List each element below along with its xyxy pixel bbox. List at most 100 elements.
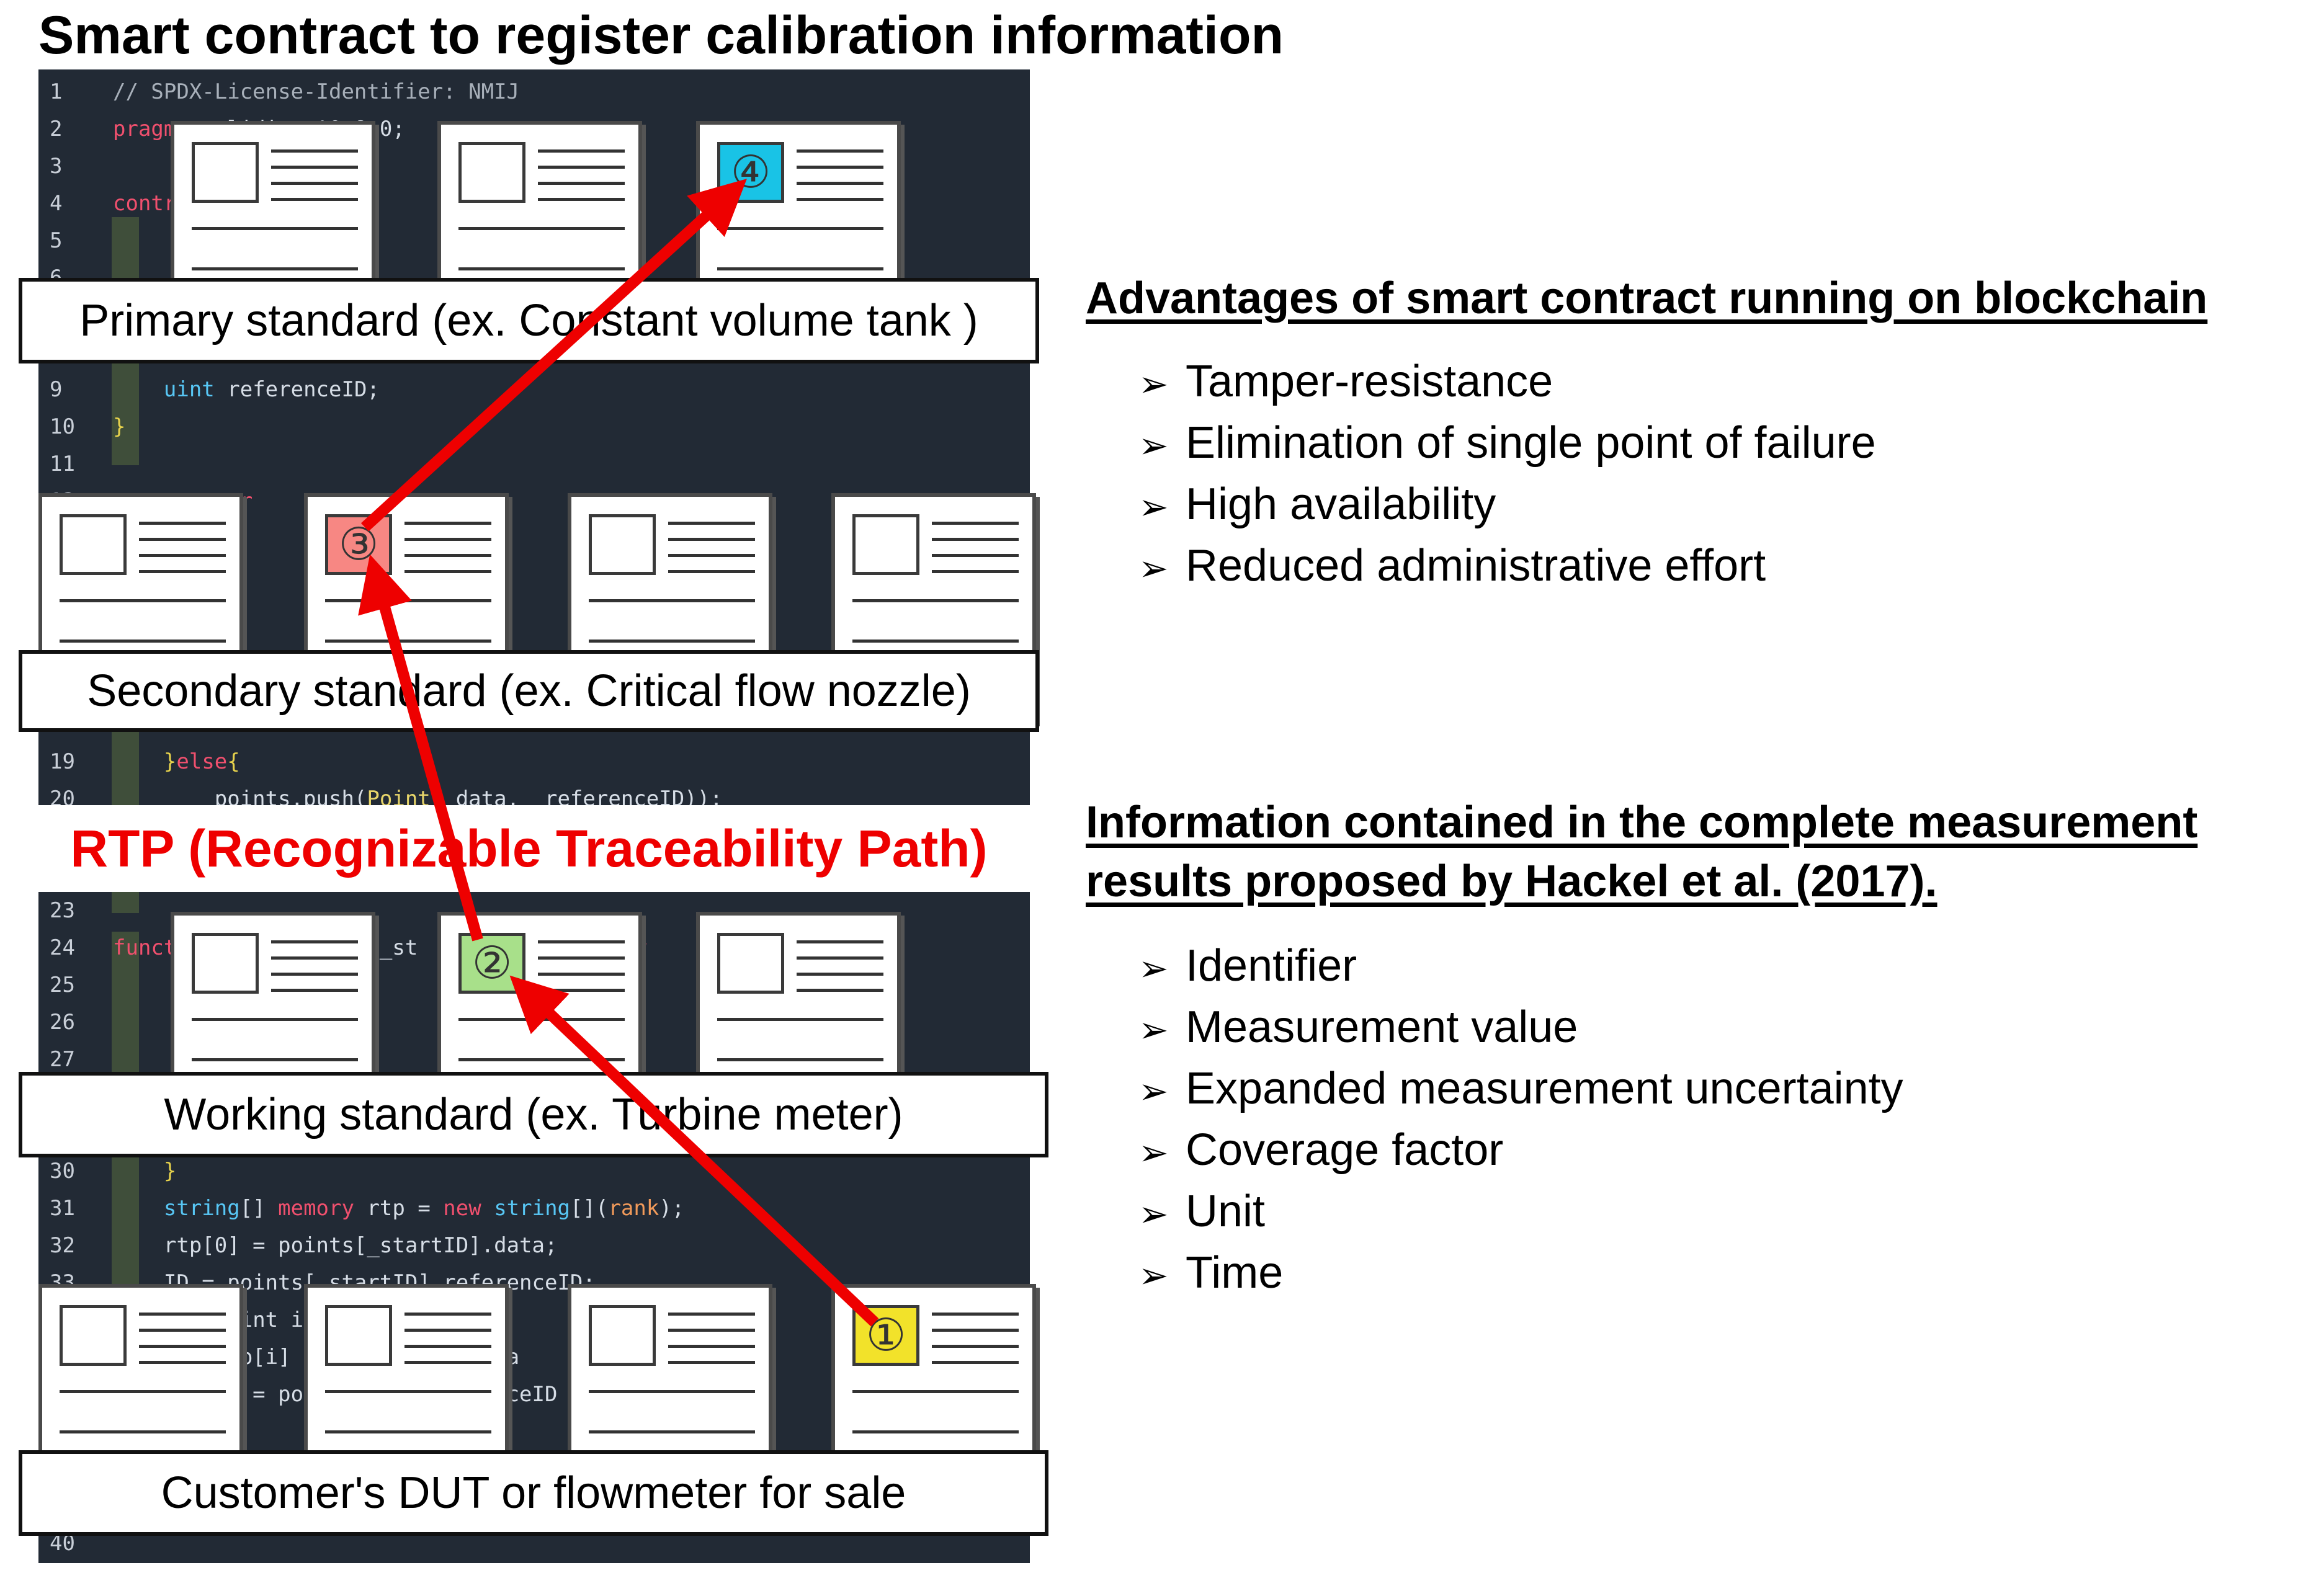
document-text-line xyxy=(932,554,1019,557)
advantages-list: ➢Tamper-resistance➢Elimination of single… xyxy=(1138,352,1876,598)
document-text-line xyxy=(797,182,883,185)
document-text-line xyxy=(589,599,755,602)
document-picture-icon xyxy=(325,1305,392,1366)
line-number: 23 xyxy=(50,898,75,923)
document-text-line xyxy=(932,1361,1019,1364)
document-text-line xyxy=(404,570,491,573)
code-line: 10} xyxy=(38,408,1030,445)
line-number: 3 xyxy=(50,154,63,179)
information-heading-line2: results proposed by Hackel et al. (2017)… xyxy=(1086,857,1937,906)
code-line: 32 rtp[0] = points[_startID].data; xyxy=(38,1227,1030,1264)
document-text-line xyxy=(538,989,625,992)
line-number: 19 xyxy=(50,749,75,774)
document-text-line xyxy=(932,1345,1019,1348)
bullet-item: ➢Coverage factor xyxy=(1138,1121,1903,1182)
arrow-1-to-2 xyxy=(509,975,879,1327)
bullet-text: Tamper-resistance xyxy=(1186,357,1553,406)
document-text-line xyxy=(538,149,625,153)
document-picture-icon xyxy=(852,514,919,575)
code-line: 31 string[] memory rtp = new string[](ra… xyxy=(38,1190,1030,1227)
document-text-line xyxy=(668,522,755,525)
document-text-line xyxy=(404,1313,491,1316)
line-number: 27 xyxy=(50,1047,75,1072)
document-text-line xyxy=(538,198,625,201)
bullet-arrow-icon: ➢ xyxy=(1138,1194,1169,1234)
document-text-line xyxy=(139,554,226,557)
line-number: 1 xyxy=(50,79,63,104)
document-text-line xyxy=(589,640,755,643)
document-text-line xyxy=(797,973,883,976)
document-text-line xyxy=(852,599,1019,602)
code-line: 3 xyxy=(38,148,1030,185)
line-number: 5 xyxy=(50,228,63,253)
document-text-line xyxy=(538,973,625,976)
document-text-line xyxy=(852,1390,1019,1393)
document-text-line xyxy=(538,166,625,169)
document-text-line xyxy=(717,1058,883,1061)
line-number: 32 xyxy=(50,1233,75,1258)
document-text-line xyxy=(139,522,226,525)
document-text-line xyxy=(60,1430,226,1433)
document-text-line xyxy=(668,570,755,573)
code-text: } xyxy=(163,1159,177,1184)
bullet-text: Reduced administrative effort xyxy=(1186,541,1766,591)
document-text-line xyxy=(271,198,358,201)
document-text-line xyxy=(404,554,491,557)
document-text-line xyxy=(139,1345,226,1348)
line-number: 10 xyxy=(50,414,75,439)
document-text-line xyxy=(538,956,625,960)
document-text-line xyxy=(932,1329,1019,1332)
bullet-text: Identifier xyxy=(1186,941,1357,991)
bullet-arrow-icon: ➢ xyxy=(1138,548,1169,589)
document-text-line xyxy=(271,940,358,943)
rtp-label: RTP (Recognizable Traceability Path) xyxy=(19,805,1039,892)
document-text-line xyxy=(932,570,1019,573)
code-text: // SPDX-License-Identifier: NMIJ xyxy=(113,79,520,104)
document-text-line xyxy=(139,538,226,541)
document-text-line xyxy=(404,538,491,541)
code-text: } xyxy=(113,414,126,439)
line-number: 11 xyxy=(50,452,75,476)
document-text-line xyxy=(139,570,226,573)
document-text-line xyxy=(458,267,625,270)
document-text-line xyxy=(271,149,358,153)
document-text-line xyxy=(668,1329,755,1332)
code-line: 23 xyxy=(38,892,1030,929)
bullet-text: Unit xyxy=(1186,1187,1266,1236)
code-text: string[] memory rtp = new string[](rank)… xyxy=(163,1196,685,1221)
code-text: rtp[0] = points[_startID].data; xyxy=(163,1233,558,1258)
document-text-line xyxy=(797,956,883,960)
document-text-line xyxy=(668,1361,755,1364)
line-number: 31 xyxy=(50,1196,75,1221)
information-heading-line1: Information contained in the complete me… xyxy=(1086,798,2198,847)
bullet-item: ➢Identifier xyxy=(1138,937,1903,998)
document-text-line xyxy=(797,166,883,169)
document-text-line xyxy=(192,1058,358,1061)
document-picture-icon xyxy=(60,1305,127,1366)
document-text-line xyxy=(271,973,358,976)
document-text-line xyxy=(404,522,491,525)
secondary-standard-label: Secondary standard (ex. Critical flow no… xyxy=(19,650,1039,732)
document-text-line xyxy=(717,267,883,270)
document-text-line xyxy=(668,538,755,541)
document-text-line xyxy=(852,1430,1019,1433)
bullet-arrow-icon: ➢ xyxy=(1138,364,1169,404)
document-text-line xyxy=(325,1390,491,1393)
bullet-text: Measurement value xyxy=(1186,1002,1578,1052)
figure-title: Smart contract to register calibration i… xyxy=(38,6,1284,65)
document-text-line xyxy=(932,1313,1019,1316)
document-text-line xyxy=(404,1329,491,1332)
document-text-line xyxy=(668,554,755,557)
document-text-line xyxy=(139,1313,226,1316)
bullet-item: ➢Time xyxy=(1138,1244,1903,1305)
document-text-line xyxy=(60,1390,226,1393)
document-picture-icon xyxy=(589,514,656,575)
document-text-line xyxy=(668,1313,755,1316)
line-number: 24 xyxy=(50,935,75,960)
arrow-2-to-3 xyxy=(358,554,483,942)
code-line: 11 xyxy=(38,445,1030,483)
bullet-item: ➢Measurement value xyxy=(1138,998,1903,1059)
advantages-heading: Advantages of smart contract running on … xyxy=(1086,274,2208,323)
bullet-text: Time xyxy=(1186,1248,1284,1298)
